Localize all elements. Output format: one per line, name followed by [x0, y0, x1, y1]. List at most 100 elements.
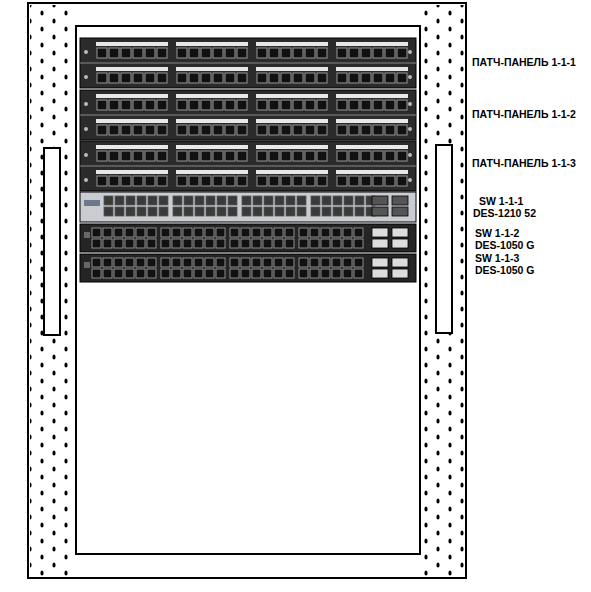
rj45-port: [225, 125, 235, 135]
switch-port: [310, 269, 319, 278]
rj45-port: [361, 176, 371, 186]
rj45-port: [237, 100, 247, 110]
label-strip: [256, 170, 328, 174]
rail-slot: [44, 148, 60, 335]
switch-port: [263, 239, 272, 248]
switch-port: [343, 269, 352, 278]
rj45-port: [269, 151, 279, 161]
switch-port: [285, 239, 294, 248]
rj45-port: [317, 100, 327, 110]
switch-port: [183, 258, 192, 267]
rj45-port: [305, 73, 315, 83]
uplink-port: [372, 269, 388, 278]
switch-port: [252, 228, 261, 237]
rj45-port: [293, 73, 303, 83]
switch-port: [355, 196, 364, 205]
rj45-port: [281, 125, 291, 135]
switch-port: [92, 269, 101, 278]
rj45-port: [201, 73, 211, 83]
rj45-port: [189, 100, 199, 110]
switch-port: [104, 207, 113, 216]
switch-port: [173, 196, 182, 205]
switch-port: [311, 196, 320, 205]
rj45-port: [373, 176, 383, 186]
label-strip: [336, 170, 408, 174]
switch-port: [263, 269, 272, 278]
switch-port: [194, 269, 203, 278]
rj45-port: [213, 100, 223, 110]
switch-port: [321, 258, 330, 267]
rj45-port: [293, 176, 303, 186]
switch-port: [205, 228, 214, 237]
rj45-port: [305, 151, 315, 161]
panel-label: ПАТЧ-ПАНЕЛЬ 1-1-1: [472, 56, 576, 68]
rj45-port: [337, 151, 347, 161]
rj45-port: [257, 100, 267, 110]
rj45-port: [337, 100, 347, 110]
rj45-port: [121, 48, 131, 58]
switch-port: [253, 196, 262, 205]
switch-port: [125, 269, 134, 278]
rj45-port: [349, 151, 359, 161]
switch-port: [216, 239, 225, 248]
rj45-port: [361, 125, 371, 135]
switch-body: [80, 192, 416, 222]
switch-port: [241, 239, 250, 248]
uplink-port: [372, 196, 388, 205]
rj45-port: [397, 125, 407, 135]
rj45-port: [133, 125, 143, 135]
label-strip: [256, 119, 328, 123]
switch-port: [172, 269, 181, 278]
switch-port: [322, 196, 331, 205]
switch-port: [195, 196, 204, 205]
screw: [84, 75, 88, 79]
rj45-port: [269, 48, 279, 58]
label-strip: [176, 94, 248, 98]
rj45-port: [225, 100, 235, 110]
switch-port: [321, 269, 330, 278]
rj45-port: [385, 100, 395, 110]
rj45-port: [385, 48, 395, 58]
label-strip: [96, 145, 168, 149]
switch-port: [147, 239, 156, 248]
switch-port: [274, 269, 283, 278]
rail-slot: [436, 145, 452, 333]
switch-label: SW 1-1-3: [475, 252, 519, 264]
switch-port: [217, 196, 226, 205]
switch-port: [299, 258, 308, 267]
panel-label: ПАТЧ-ПАНЕЛЬ 1-1-2: [472, 108, 576, 120]
rj45-port: [121, 151, 131, 161]
switch-port: [161, 258, 170, 267]
switch-port: [205, 258, 214, 267]
uplink-port: [392, 269, 408, 278]
rj45-port: [257, 48, 267, 58]
rj45-port: [145, 176, 155, 186]
rj45-port: [133, 48, 143, 58]
switch-port: [252, 239, 261, 248]
rj45-port: [397, 176, 407, 186]
rj45-port: [145, 100, 155, 110]
switch-port: [161, 228, 170, 237]
rj45-port: [201, 48, 211, 58]
rj45-port: [385, 73, 395, 83]
switch-port: [103, 239, 112, 248]
switch-port: [103, 269, 112, 278]
rj45-port: [121, 125, 131, 135]
switch-port: [343, 228, 352, 237]
rj45-port: [121, 176, 131, 186]
switch-port: [310, 258, 319, 267]
switch-port: [148, 207, 157, 216]
switch-port: [147, 269, 156, 278]
switch-port: [297, 207, 306, 216]
screw: [408, 127, 412, 131]
rj45-port: [145, 73, 155, 83]
rj45-port: [97, 48, 107, 58]
screw: [408, 153, 412, 157]
rj45-port: [257, 151, 267, 161]
rj45-port: [373, 48, 383, 58]
label-strip: [96, 42, 168, 46]
switch-port: [332, 258, 341, 267]
switch-port: [332, 269, 341, 278]
rj45-port: [145, 125, 155, 135]
